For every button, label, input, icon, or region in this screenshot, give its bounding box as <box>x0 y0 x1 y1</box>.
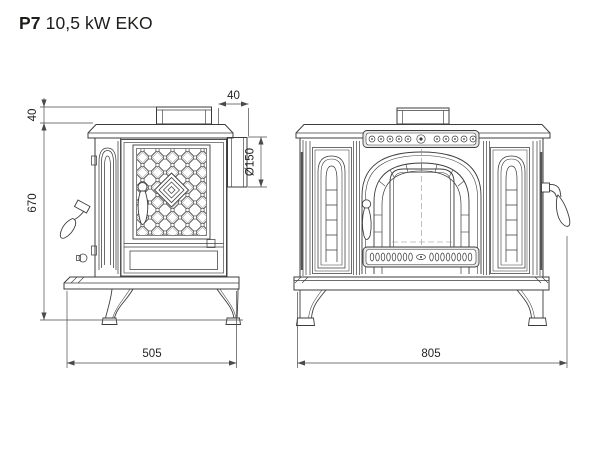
dim-flue-diameter-label: Ø150 <box>245 148 257 176</box>
dim-overall-height: 670 <box>27 123 243 321</box>
front-left-edge-trim <box>300 140 311 276</box>
front-left-pilaster <box>353 141 360 275</box>
front-side-handle <box>541 182 571 227</box>
front-right-edge-trim <box>532 140 543 276</box>
side-latch <box>206 239 216 248</box>
front-door-voussoir-ticks <box>374 163 469 267</box>
side-hinge-top <box>91 155 97 166</box>
front-right-arch-panel <box>490 147 530 274</box>
front-bottom-vent-band <box>362 246 480 268</box>
dimensions: 40 670 40 Ø150 <box>27 90 568 368</box>
front-top-vent-holes <box>368 134 477 144</box>
front-flue-collar-top <box>396 107 450 125</box>
side-door-handle <box>137 182 149 225</box>
dim-depth: 505 <box>66 291 237 368</box>
dim-flue-diameter: Ø150 <box>245 136 267 188</box>
dim-collar-height: 40 <box>27 98 157 131</box>
side-base <box>63 276 240 290</box>
side-top-plate <box>87 124 234 139</box>
dim-overall-height-label: 670 <box>27 193 39 212</box>
front-door-window <box>389 168 455 253</box>
front-left-arch-panel <box>312 147 352 274</box>
side-damper-knob <box>78 253 88 263</box>
side-rear-flue-outlet <box>227 137 248 188</box>
dim-rear-flue-offset-label: 40 <box>227 90 240 102</box>
front-right-pilaster <box>483 141 490 275</box>
front-door-handle <box>361 199 372 240</box>
front-top-vent-band <box>362 130 480 148</box>
side-lower-panel <box>76 239 224 270</box>
side-door-center-ornament <box>153 172 190 208</box>
side-legs <box>101 288 242 325</box>
dim-collar-height-label: 40 <box>27 109 39 122</box>
front-legs <box>295 289 548 326</box>
front-bottom-vent-holes <box>369 252 473 262</box>
side-hinge-bottom <box>91 245 97 256</box>
dim-width: 805 <box>297 236 568 368</box>
front-base <box>293 276 550 291</box>
side-flue-collar-top <box>156 106 212 125</box>
front-door <box>361 149 482 274</box>
model-spec: 10,5 kW EKO <box>45 13 153 33</box>
dim-depth-label: 505 <box>142 348 161 360</box>
model-name: P7 <box>19 13 41 33</box>
dim-width-label: 805 <box>421 348 440 360</box>
dim-rear-flue-offset: 40 <box>218 90 249 136</box>
front-view <box>293 107 571 326</box>
front-door-centerline <box>392 149 452 258</box>
side-door <box>120 139 227 277</box>
side-view <box>59 106 248 325</box>
side-front-handle <box>59 199 91 239</box>
side-front-column <box>91 138 121 277</box>
